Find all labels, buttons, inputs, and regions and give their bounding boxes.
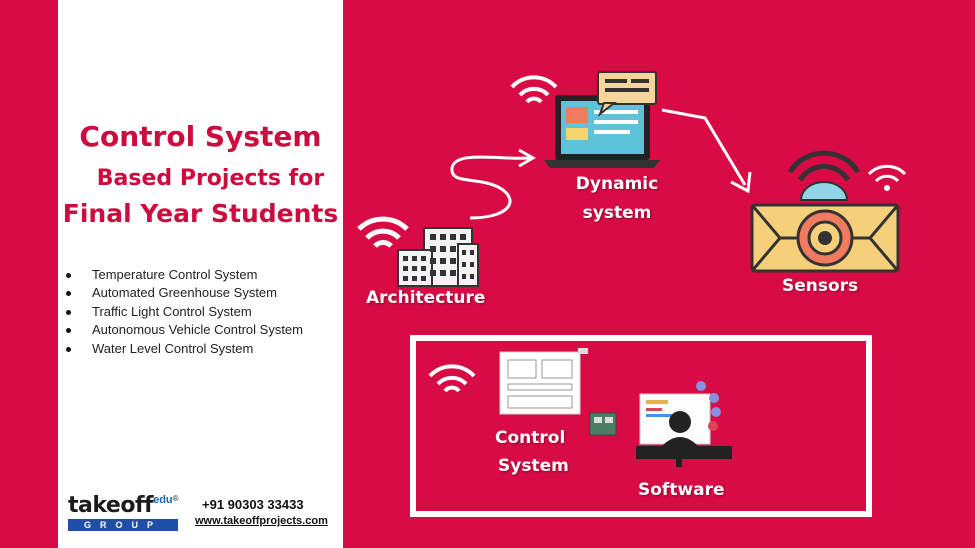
info-panel: Control System Based Projects for Final … [58, 0, 343, 548]
list-item: Traffic Light Control System [58, 303, 343, 321]
project-list: Temperature Control System Automated Gre… [58, 266, 343, 358]
brand-group-bar: GROUP [68, 519, 178, 531]
list-item-label: Autonomous Vehicle Control System [92, 322, 303, 338]
list-item-label: Traffic Light Control System [92, 303, 252, 319]
registered-mark: ® [172, 494, 179, 503]
list-item-label: Water Level Control System [92, 340, 254, 356]
page-title-line-3: Final Year Students [62, 199, 339, 228]
control-system-label-line-1: Control [495, 428, 566, 448]
list-item: Automated Greenhouse System [58, 284, 343, 302]
bullet-icon [66, 328, 71, 334]
sensor-icon [750, 150, 900, 273]
bullet-icon [66, 273, 71, 278]
buildings-icon [397, 227, 479, 287]
wifi-icon [510, 75, 558, 104]
flow-arrow-curve [450, 148, 537, 220]
dynamic-system-label-line-1: Dynamic [575, 174, 659, 194]
architecture-label: Architecture [366, 288, 486, 308]
website-link[interactable]: www.takeoffprojects.com [195, 515, 328, 527]
sensors-label: Sensors [782, 276, 859, 296]
brand-logo[interactable]: takeoffedu® GROUP [68, 494, 179, 531]
wifi-icon [357, 216, 409, 248]
brand-suffix: edu [153, 494, 173, 506]
flow-arrow-straight [661, 108, 752, 194]
list-item: Autonomous Vehicle Control System [58, 321, 343, 339]
control-board-icon [499, 348, 617, 436]
bullet-icon [66, 346, 71, 352]
bullet-icon [66, 291, 71, 297]
list-item: Temperature Control System [58, 266, 343, 284]
software-label: Software [638, 480, 725, 500]
laptop-icon [544, 71, 660, 168]
phone-number: +91 90303 33433 [202, 497, 304, 512]
list-item-label: Automated Greenhouse System [92, 285, 277, 301]
dynamic-system-label-line-2: system [582, 203, 652, 223]
bullet-icon [66, 309, 71, 315]
wifi-icon [428, 364, 476, 393]
control-system-label-line-2: System [498, 456, 569, 476]
brand-name: takeoff [68, 493, 154, 518]
list-item-label: Temperature Control System [92, 267, 258, 282]
software-developer-icon [636, 381, 732, 467]
page-title-line-2: Based Projects for [96, 166, 325, 191]
wifi-icon [867, 164, 907, 191]
list-item: Water Level Control System [58, 340, 343, 358]
page-title-line-1: Control System [79, 120, 322, 153]
control-software-frame [410, 335, 872, 517]
